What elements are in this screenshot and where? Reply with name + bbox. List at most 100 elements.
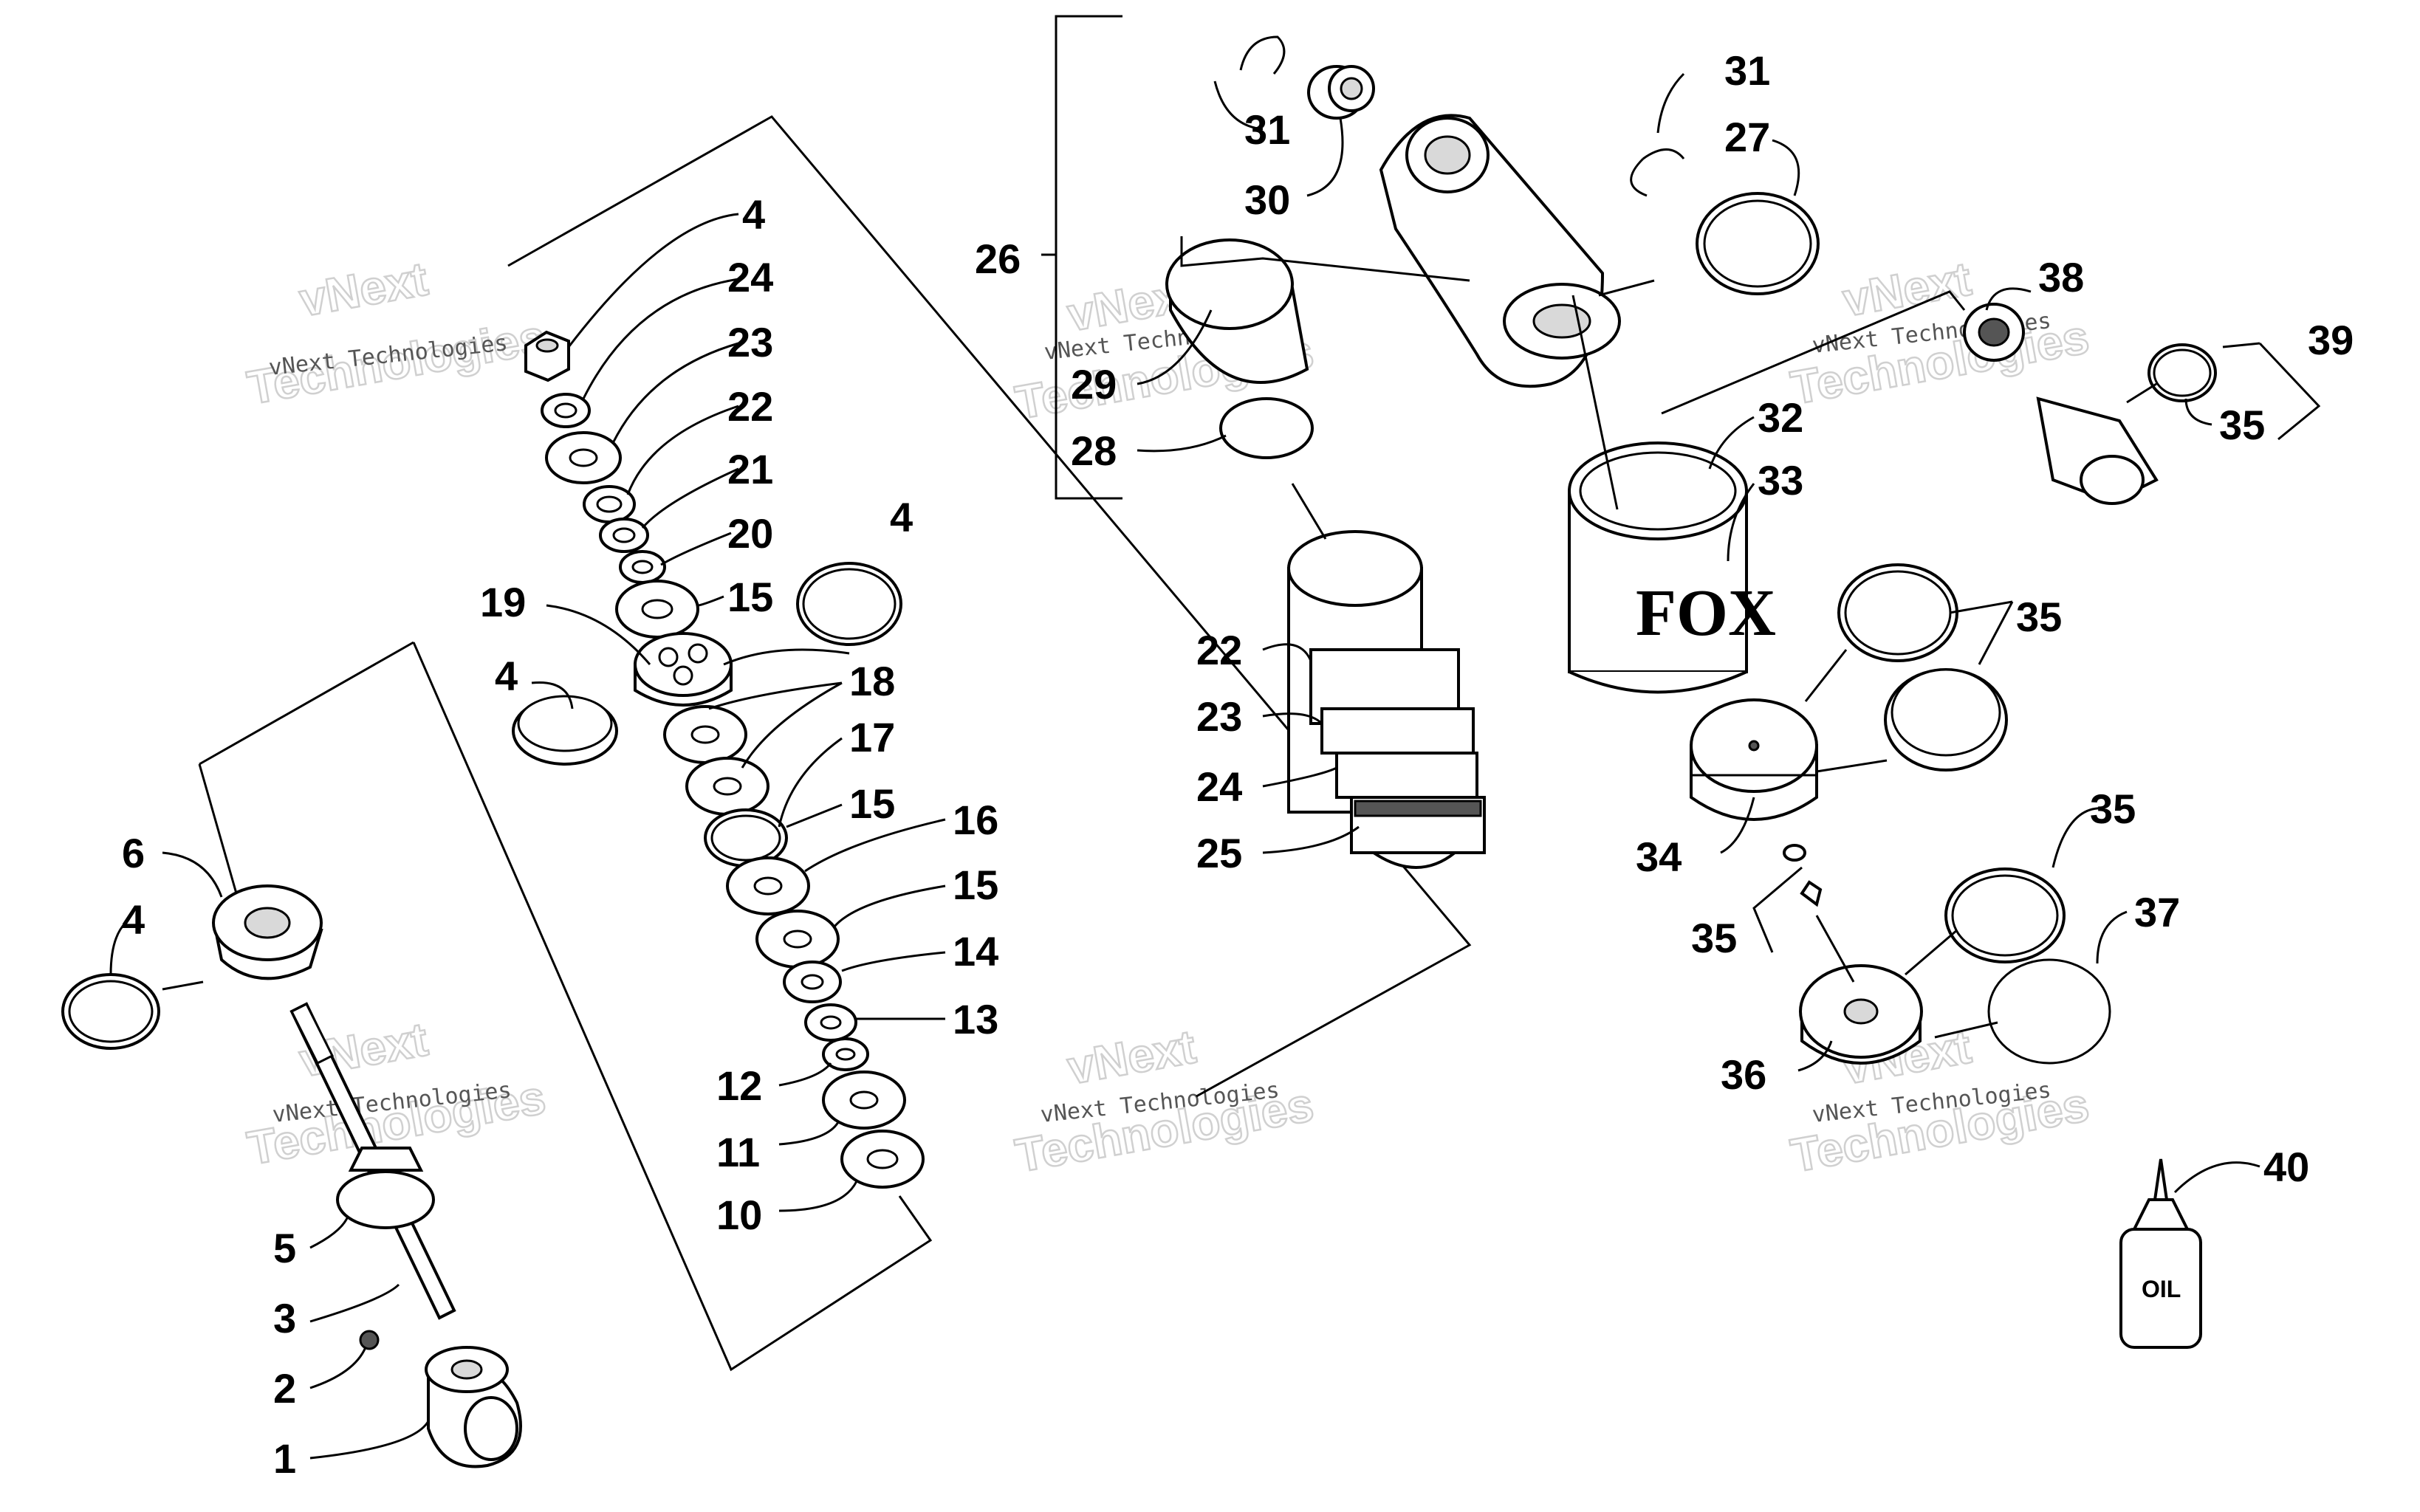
leader-38	[1985, 287, 2032, 311]
o-ring-28	[1219, 397, 1314, 459]
leader-15b	[786, 803, 843, 828]
leader-23b	[1262, 712, 1323, 725]
valve-stack	[512, 330, 925, 1189]
callout-23b: 23	[1196, 693, 1242, 740]
piston-19-port	[658, 647, 679, 667]
shim-17-rim	[710, 814, 781, 862]
oil-bottle-40-shoulder	[2131, 1198, 2190, 1231]
leader-23	[611, 342, 739, 444]
leader-1	[309, 1420, 430, 1460]
o-ring-35c-inner	[1951, 874, 2059, 957]
leader-24b	[1262, 766, 1337, 788]
shim-22-hole	[596, 495, 623, 513]
bracket-lines	[198, 15, 2321, 1372]
callout-22: 22	[727, 383, 773, 430]
leader-15	[697, 595, 724, 607]
leader-17	[778, 737, 843, 828]
callout-3: 3	[273, 1295, 296, 1341]
damper-bottom	[1368, 851, 1462, 869]
adjuster-knob-38-center	[1978, 317, 2010, 347]
callout-34: 34	[1636, 834, 1682, 880]
band-35b-inner	[1891, 668, 2001, 757]
leader-31-right	[1656, 72, 1685, 134]
watermark-big-top: vNext	[1839, 252, 1975, 326]
bracket-26	[1055, 15, 1122, 500]
leader-39	[2222, 342, 2260, 348]
leader-ring-piston	[1804, 649, 1848, 702]
reservoir-sleeve-bottom	[1569, 670, 1747, 694]
callout-16: 16	[953, 797, 998, 843]
leader-body-can	[1571, 295, 1619, 510]
callout-12: 12	[716, 1062, 762, 1109]
bumper-5	[336, 1170, 435, 1229]
shim-16-hole	[753, 876, 783, 896]
shaft-bracket-top	[199, 641, 414, 766]
shim-15b-hole	[783, 929, 812, 949]
callout-1: 1	[273, 1435, 296, 1482]
callout-23: 23	[727, 319, 773, 365]
shim-23-hole	[569, 448, 598, 467]
callout-11: 11	[716, 1129, 760, 1175]
o-ring-27-inner	[1703, 199, 1812, 288]
callout-4: 4	[742, 191, 765, 238]
leader-27	[1772, 139, 1800, 196]
shim-15-hole	[641, 599, 673, 619]
leader-12	[778, 1062, 832, 1087]
shim-21-hole	[612, 527, 636, 543]
callout-37: 37	[2134, 889, 2180, 935]
shim-18-hole	[690, 725, 720, 744]
bearing-30-hole	[1340, 77, 1363, 100]
leader-3	[309, 1283, 400, 1323]
callout-4-left: 4	[495, 653, 518, 699]
damper-band-25-stripe	[1354, 800, 1482, 817]
leader-lines	[109, 72, 2260, 1460]
leader-valve-ring	[2126, 382, 2157, 404]
schrader-35	[1800, 880, 1823, 907]
callout-30: 30	[1244, 176, 1290, 223]
bracket-39	[2258, 342, 2321, 441]
o-ring-4-inner	[68, 980, 154, 1043]
fox-logo: FOX	[1636, 577, 1776, 650]
leader-22	[626, 405, 739, 495]
leader-24	[582, 278, 739, 399]
piston-19-port	[688, 643, 708, 664]
watermark-big-top: vNext	[295, 252, 431, 326]
callout-32: 32	[1758, 394, 1803, 441]
shim-13-hole	[820, 1015, 842, 1030]
leader-33	[1727, 483, 1755, 562]
leader-wire-cap	[1934, 1021, 1998, 1039]
shaft-assembly	[61, 884, 522, 1468]
callout-33: 33	[1758, 457, 1803, 504]
reservoir-bracket	[1661, 290, 1966, 415]
callout-17: 17	[849, 714, 895, 760]
callout-35-valve: 35	[2219, 402, 2265, 448]
valve-stack-bracket-lower	[412, 642, 933, 1372]
leader-15c	[833, 884, 946, 927]
leader-28-body	[1291, 483, 1327, 540]
top-cap-29-rim	[1165, 238, 1294, 330]
callout-14: 14	[953, 928, 998, 975]
leader-4-left	[531, 681, 574, 709]
leader-34	[1720, 797, 1755, 854]
leader-6	[162, 851, 223, 898]
bumper-5-top	[348, 1147, 424, 1172]
body-eyelet-bore	[1424, 135, 1471, 175]
leader-35-rings	[1949, 600, 2014, 665]
leader-16	[804, 818, 946, 873]
leader-35-lower	[2051, 807, 2105, 868]
callout-36: 36	[1721, 1051, 1766, 1098]
callout-39: 39	[2308, 317, 2354, 363]
shim-20-hole	[631, 560, 654, 574]
leader-14	[841, 951, 946, 972]
o-ring-35a-inner	[1844, 570, 1952, 656]
leader-32	[1708, 416, 1755, 470]
callout-35-lower: 35	[2090, 786, 2136, 832]
leader-schrader-cap	[1815, 915, 1855, 983]
washer-10-hole	[866, 1149, 899, 1169]
leader-35-valve	[2184, 398, 2212, 426]
leader-25	[1262, 825, 1360, 854]
callout-26: 26	[975, 236, 1021, 282]
circlip-31-right	[1630, 148, 1685, 197]
reservoir-valve-39-end	[2080, 455, 2145, 505]
callout-25: 25	[1196, 830, 1242, 876]
